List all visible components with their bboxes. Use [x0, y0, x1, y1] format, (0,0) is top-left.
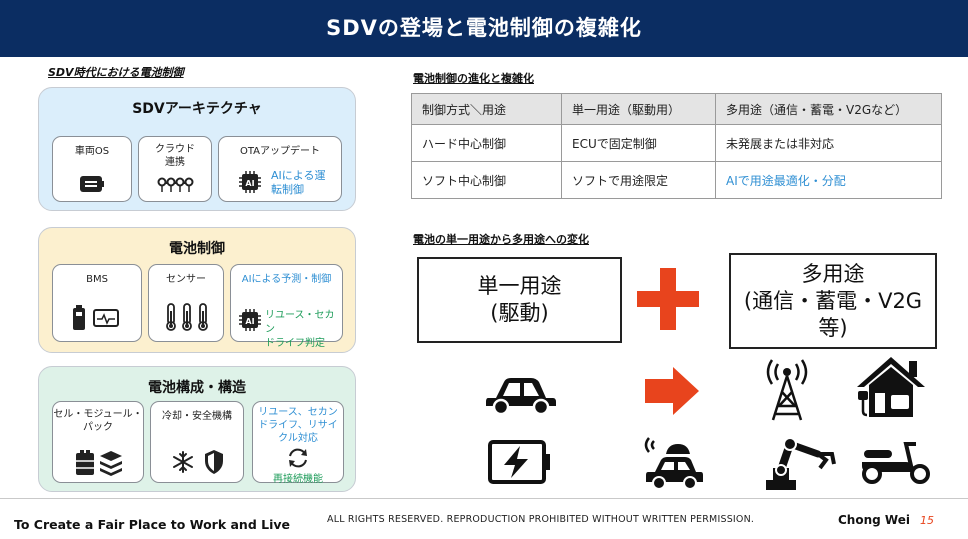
card-label: センサー	[166, 274, 206, 285]
group-title: 電池制御	[169, 241, 225, 257]
thermometer-icon	[166, 303, 208, 331]
table-header-cell: 制御方式＼用途	[411, 93, 562, 125]
card-label: OTAアップデート	[239, 146, 321, 157]
page-number: 15	[920, 514, 934, 527]
arrow-right-icon	[645, 367, 699, 415]
home-ev-charging-icon	[857, 357, 925, 417]
card-label: AIによる予測・制御	[241, 274, 332, 285]
comparison-table: 制御方式＼用途 単一用途（駆動用） 多用途（通信・蓄電・V2Gなど） ハード中心…	[411, 93, 942, 199]
cell-icon	[76, 450, 94, 475]
connected-car-icon	[644, 437, 703, 490]
svg-text:AI: AI	[245, 179, 254, 188]
card-cooling-safety: 冷却・安全機構	[150, 401, 244, 483]
card-label: 車両OS	[74, 146, 110, 157]
screen-icon	[80, 176, 104, 192]
left-section-label: SDV時代における電池制御	[48, 66, 184, 79]
footer-author: Chong Wei	[838, 513, 910, 527]
table-header-cell: 単一用途（駆動用）	[561, 93, 716, 125]
table-section-label: 電池制御の進化と複雑化	[413, 72, 534, 85]
card-bms: BMS	[52, 264, 142, 342]
card-label: BMS	[86, 274, 108, 285]
card-cloud: クラウド 連携	[138, 136, 212, 202]
card-reuse-recycle: リユース、セカン ドライフ、リサイ クル対応 再接続機能	[252, 401, 344, 485]
card-label: クラウド 連携	[155, 144, 195, 168]
page-title: SDVの登場と電池制御の複雑化	[326, 16, 642, 40]
group-battery-control: 電池制御 BMS センサー AIによる予測・制御 AI	[38, 227, 356, 353]
table-cell: ソフト中心制御	[411, 161, 562, 199]
robot-arm-icon	[766, 437, 836, 490]
antenna-tower-icon	[766, 359, 808, 421]
layers-icon	[100, 451, 122, 476]
card-ai-prediction: AIによる予測・制御 AI リユース・セカン ドライフ判定	[230, 264, 343, 349]
card-vehicle-os: 車両OS	[52, 136, 132, 202]
svg-text:AI: AI	[245, 317, 254, 326]
table-row: ハード中心制御 ECUで固定制御 未発展または非対応	[411, 124, 942, 162]
card-sub-label: 再接続機能	[273, 474, 323, 485]
group-title: SDVアーキテクチャ	[132, 101, 262, 117]
ai-chip-icon: AI	[239, 171, 261, 193]
single-use-box: 単一用途 (駆動)	[417, 257, 622, 343]
table-cell-highlight: AIで用途最適化・分配	[715, 161, 942, 199]
table-cell: 未発展または非対応	[715, 124, 942, 162]
header-bar: SDVの登場と電池制御の複雑化	[0, 0, 968, 57]
card-ota-update: OTAアップデート AI AIによる運 転制御	[218, 136, 342, 202]
table-cell: ソフトで用途限定	[561, 161, 716, 199]
change-section-label: 電池の単一用途から多用途への変化	[413, 233, 589, 246]
table-cell: ECUで固定制御	[561, 124, 716, 162]
multi-use-box: 多用途 (通信・蓄電・V2G 等)	[729, 253, 937, 349]
footer-divider	[0, 498, 968, 499]
footer-rights: ALL RIGHTS RESERVED. REPRODUCTION PROHIB…	[327, 514, 755, 525]
shield-icon	[205, 450, 223, 474]
table-row: ソフト中心制御 ソフトで用途限定 AIで用途最適化・分配	[411, 161, 942, 199]
snowflake-icon	[173, 451, 193, 473]
card-cell-module-pack: セル・モジュール・ パック	[52, 401, 144, 483]
table-cell: ハード中心制御	[411, 124, 562, 162]
scooter-icon	[862, 442, 930, 484]
ai-chip-icon: AI	[239, 309, 261, 331]
car-icon	[486, 378, 556, 416]
group-battery-structure: 電池構成・構造 セル・モジュール・ パック 冷却・安全機構 リユース、セカン ド…	[38, 366, 356, 492]
card-sensor: センサー	[148, 264, 224, 342]
group-sdv-architecture: SDVアーキテクチャ 車両OS クラウド 連携 OTAアップデート AI AIに…	[38, 87, 356, 211]
card-label: セル・モジュール・ パック	[53, 409, 143, 433]
card-label: 冷却・安全機構	[162, 411, 232, 422]
battery-icon	[73, 305, 85, 330]
card-sub-label: AIによる運 転制御	[271, 169, 326, 196]
card-label: リユース、セカン ドライフ、リサイ クル対応	[258, 407, 338, 444]
monitor-icon	[93, 309, 119, 327]
card-sub-label: リユース・セカン ドライフ判定	[265, 310, 335, 349]
table-header-row: 制御方式＼用途 単一用途（駆動用） 多用途（通信・蓄電・V2Gなど）	[411, 93, 942, 125]
footer-tagline: To Create a Fair Place to Work and Live	[14, 517, 290, 532]
battery-charging-icon	[488, 440, 550, 484]
network-icon	[157, 177, 194, 192]
table-header-cell: 多用途（通信・蓄電・V2Gなど）	[715, 93, 942, 125]
recycle-icon	[289, 448, 307, 468]
plus-icon	[637, 268, 699, 330]
group-title: 電池構成・構造	[148, 380, 246, 396]
